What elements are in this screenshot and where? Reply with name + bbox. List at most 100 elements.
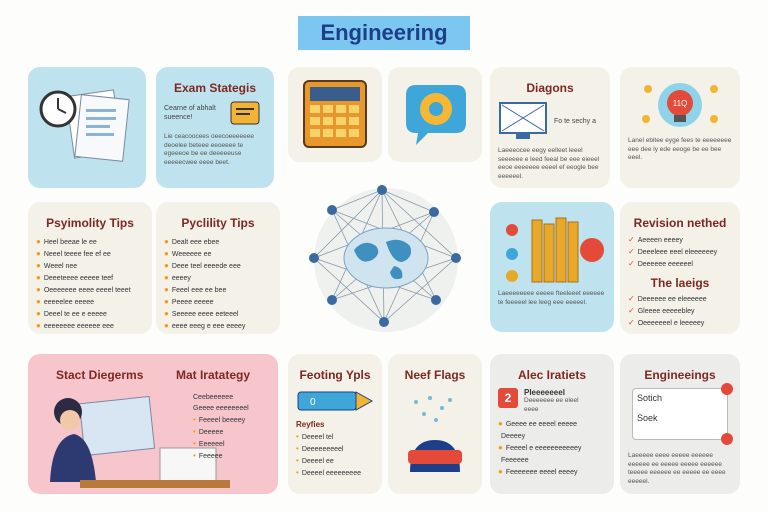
- lightbulb-icon: 11Q: [642, 83, 718, 127]
- list-item: Ceebeeeeee: [193, 394, 234, 401]
- pencil-icon: 0: [297, 391, 374, 411]
- psych2-list: ●Dealt eee ebee ●Weeeeee ee ●Deee teel e…: [164, 236, 272, 332]
- eng-title: Engineeings: [644, 368, 716, 382]
- list-item: •Deeeel eeeeeeeee: [296, 468, 361, 477]
- list-item: ●eeeeeeee eeeeee eee: [36, 321, 114, 330]
- student-laptop-illustration: [50, 395, 230, 488]
- pencil-value: 0: [310, 397, 316, 408]
- list-item: ●Deeel te ee e eeeee: [36, 309, 107, 318]
- page-title: Engineering: [298, 16, 470, 50]
- vr-headset-icon: [408, 396, 462, 472]
- psych1-list: ●Heel beeae le ee ●Neeel teeee fee ef ee…: [36, 236, 144, 332]
- alec-line: Deeeeeee ee eleel: [524, 397, 579, 404]
- books-chart-icon: [506, 217, 604, 283]
- list-item: •Eeeeeel: [193, 439, 225, 448]
- note-icon: [230, 101, 260, 125]
- alec-line: eeee: [524, 405, 539, 413]
- gear-speech-bubble-icon: [406, 85, 466, 145]
- revision-title: Revision nethed: [633, 216, 727, 230]
- footing-list: •Deeeel tel •Deeeeeeeeel •Deeeel ee •Dee…: [296, 431, 374, 479]
- engineering-card[interactable]: Engineeings Sotich Soek Laeeeee eeee eee…: [620, 354, 740, 494]
- list-item: ●Deee teel eeeede eee: [164, 261, 241, 270]
- revision-list-2: ✓Deeeeee ee eleeeeee ✓Gleeee eeeeebley ✓…: [628, 293, 732, 329]
- list-item: •Deeeel ee: [296, 456, 334, 465]
- list-item: ✓Aeeeen eeeey: [628, 235, 683, 244]
- bulb-card[interactable]: 11Q Lanel ebitee eyge fees te eeeeeeee e…: [620, 67, 740, 188]
- psych2-title: Pyclility Tips: [181, 216, 255, 230]
- list-item: ●Weeel nee: [36, 261, 78, 270]
- bulb-body: Lanel ebitee eyge fees te eeeeeeee eee d…: [628, 137, 732, 161]
- list-item: ●Dealt eee ebee: [164, 237, 220, 246]
- exam-strategies-card[interactable]: Exam Stategis Cearne of abhalt sueence! …: [156, 67, 274, 188]
- list-item: ✓Deeeleee eeel eleeeeeey: [628, 247, 718, 256]
- list-item: ✓Oeeeeeeel e leeeeey: [628, 318, 705, 327]
- list-item: ●Feeeeeee eeeel eeeey: [498, 467, 578, 476]
- alec-title: Alec Iratiets: [517, 368, 587, 382]
- study-title: Stact Diegerms: [56, 368, 144, 382]
- diagons-caption: Fo te sechy a: [554, 117, 597, 125]
- neef-title: Neef Flags: [404, 368, 466, 382]
- study-title-2: Mat Iratategy: [175, 368, 250, 382]
- list-item: Deeeey: [501, 433, 526, 440]
- alec-head: Pleeeeeeel: [524, 388, 565, 397]
- list-item: ✓Deeeeee ee eleeeeee: [628, 294, 707, 303]
- list-item: ●Heel beeae le ee: [36, 237, 97, 246]
- diagons-card[interactable]: Diagons Fo te sechy a Laeeeocee eegy eel…: [490, 67, 610, 188]
- list-item: ●Neeel teeee fee ef ee: [36, 249, 111, 258]
- eng-field-2[interactable]: Soek: [637, 413, 658, 423]
- eng-body: Laeeeee eeee eeeee eeeeee eeeeee ee eeee…: [628, 452, 726, 485]
- exam-subtitle: Cearne of abhalt sueence!: [164, 105, 216, 121]
- psychology-tips-card[interactable]: Psyimolity Tips ●Heel beeae le ee ●Neeel…: [28, 202, 152, 334]
- list-item: ●Geeee ee eeeel eeeee: [498, 419, 578, 428]
- psychology-tips-card-2[interactable]: Pyclility Tips ●Dealt eee ebee ●Weeeeee …: [156, 202, 280, 334]
- list-item: ●eeeey: [164, 273, 191, 282]
- list-item: ●Deeeteeee eeeee teef: [36, 273, 114, 282]
- psych1-title: Psyimolity Tips: [46, 216, 134, 230]
- list-item: ●Feeeel e eeeeeeeeeeey: [498, 443, 582, 452]
- list-item: Geeee eeeeeeeel: [193, 405, 249, 412]
- center-caption: Laeeeeeeee eeeee fteeleeet eeeeee te fee…: [498, 290, 605, 306]
- list-item: •Feeeee: [193, 451, 223, 460]
- revision-title-2: The laeigs: [650, 276, 710, 290]
- books-card[interactable]: Laeeeeeeee eeeee fteeleeet eeeeee te fee…: [490, 202, 614, 332]
- list-item: ✓Deeeeee eeeeeel: [628, 259, 693, 268]
- list-item: •Deeeee: [193, 427, 224, 436]
- exam-body: Lie ceacoocees oeecoeeeeeee deoelee bete…: [164, 133, 254, 166]
- list-item: ●eeee eeeg e eee eeeey: [164, 321, 246, 330]
- list-item: ●Feeel eee ee bee: [164, 285, 227, 294]
- clock-documents-icon: [39, 89, 130, 162]
- neef-flags-card[interactable]: Neef Flags: [388, 354, 482, 494]
- list-item: ●eeeeelee eeeee: [36, 297, 95, 306]
- study-list: Ceebeeeeee Geeee eeeeeeeel •Feeeel beeee…: [193, 392, 249, 462]
- calculator-icon: [303, 80, 367, 148]
- revision-method-card[interactable]: Revision nethed ✓Aeeeen eeeey ✓Deeeleee …: [620, 202, 740, 334]
- list-item: Feeeeee: [501, 457, 529, 464]
- footing-sub: Reyfies: [296, 420, 325, 429]
- bulb-badge: 11Q: [673, 99, 688, 108]
- alert-icon: [721, 383, 733, 395]
- study-diagrams-card[interactable]: Stact Diegerms Mat Iratategy Ceebeeeeee …: [28, 354, 278, 494]
- list-item: ●Weeeeee ee: [164, 249, 212, 258]
- list-item: ●Peeee eeeee: [164, 297, 214, 306]
- footing-tips-card[interactable]: Feoting Ypls 0 Reyfies •Deeeel tel •Deee…: [288, 354, 382, 494]
- list-item: •Feeeel beeeey: [193, 415, 246, 424]
- exam-strategies-title: Exam Stategis: [173, 81, 257, 95]
- diagons-body: Laeeeocee eegy eelleet leeel seeeeee e l…: [498, 147, 600, 180]
- diagons-title: Diagons: [526, 81, 574, 95]
- revision-list: ✓Aeeeen eeeey ✓Deeeleee eeel eleeeeeey ✓…: [628, 234, 732, 270]
- footing-title: Feoting Ypls: [299, 368, 371, 382]
- list-item: •Deeeel tel: [296, 432, 334, 441]
- list-item: •Deeeeeeeeel: [296, 444, 344, 453]
- exam-illustration-card[interactable]: [28, 67, 146, 188]
- monitor-icon: [499, 102, 547, 139]
- list-item: ✓Gleeee eeeeebley: [628, 306, 695, 315]
- alec-iratiets-card[interactable]: Alec Iratiets 2 Pleeeeeeel Deeeeeee ee e…: [490, 354, 614, 494]
- list-item: ●Seeeee eeee eeteeel: [164, 309, 239, 318]
- alec-list: ●Geeee ee eeeel eeeee Deeeey ●Feeeel e e…: [498, 418, 606, 478]
- network-globe-diagram: [309, 185, 461, 332]
- alert-icon: [721, 433, 733, 445]
- eng-field-1[interactable]: Sotich: [637, 393, 663, 403]
- list-item: ●Oeeeeeee eeee eeeel teeet: [36, 285, 131, 294]
- calculator-card[interactable]: [288, 67, 382, 162]
- gear-chat-card[interactable]: [388, 67, 482, 162]
